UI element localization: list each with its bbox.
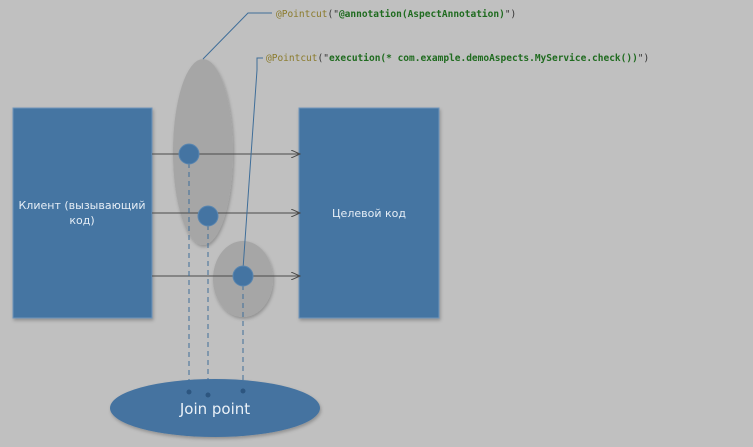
pointcut-execution-expression: execution(* com.example.demoAspects.MySe… (329, 53, 638, 64)
pointcut-execution-label: @Pointcut("execution(* com.example.demoA… (266, 53, 649, 64)
aspect-oval-annotation (173, 59, 233, 245)
join-point-label: Join point (179, 400, 250, 418)
pointcut-execution-close: ") (638, 53, 649, 64)
client-box (12, 107, 153, 319)
pointcut-annotation-keyword: @Pointcut (276, 9, 327, 20)
client-box-label-line1: Клиент (вызывающий (19, 199, 146, 212)
pointcut-execution-keyword: @Pointcut (266, 53, 317, 64)
dashed-endpoint-3 (240, 388, 246, 394)
callout-line-annotation (202, 12, 272, 60)
join-point-marker-1 (178, 143, 200, 165)
client-box-label-line2: код) (69, 214, 94, 227)
pointcut-annotation-close: ") (505, 9, 516, 20)
pointcut-execution-open: (" (317, 53, 328, 64)
target-box (298, 107, 440, 319)
target-box-label: Целевой код (332, 207, 406, 220)
join-point-ellipse (110, 379, 320, 437)
join-point-marker-3 (232, 265, 254, 287)
pointcut-annotation-open: (" (327, 9, 338, 20)
join-point-marker-2 (197, 205, 219, 227)
dashed-endpoint-2 (205, 392, 211, 398)
pointcut-annotation-label: @Pointcut("@annotation(AspectAnnotation)… (276, 9, 516, 20)
callout-line-execution (242, 57, 263, 270)
dashed-endpoint-1 (186, 389, 192, 395)
pointcut-annotation-expression: @annotation(AspectAnnotation) (339, 9, 505, 20)
